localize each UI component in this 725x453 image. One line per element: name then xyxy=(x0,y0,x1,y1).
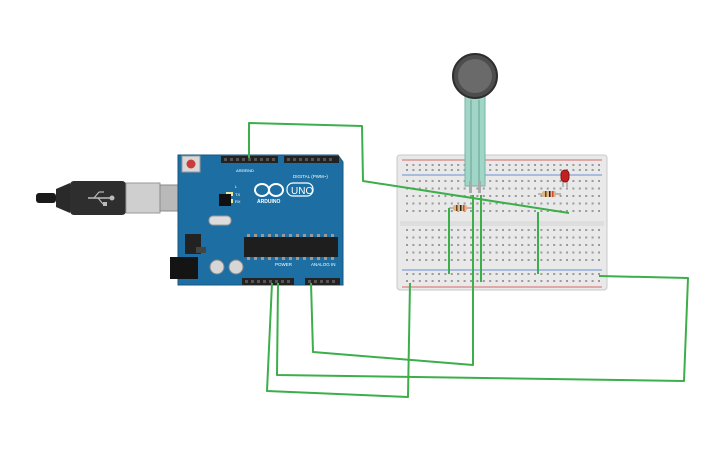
power-label: POWER xyxy=(275,262,293,267)
arduino-logo-icon xyxy=(254,183,284,197)
arduino-uno-board[interactable]: AREF GND DIGITAL (PWM~) TX RX L UNO ARDU… xyxy=(170,154,344,286)
aref-label: AREF xyxy=(236,168,247,173)
gnd-label: GND xyxy=(245,168,254,173)
resistor-led[interactable] xyxy=(538,191,561,197)
l-label: L xyxy=(235,184,238,189)
analog-label: ANALOG IN xyxy=(311,262,336,267)
rx-label: RX xyxy=(235,199,241,204)
usb-icon xyxy=(88,191,115,206)
wire-5v-rail[interactable] xyxy=(276,275,689,382)
power-header[interactable] xyxy=(242,278,294,285)
usb-cable[interactable] xyxy=(36,181,199,215)
brand-text: ARDUINO xyxy=(257,199,280,205)
digital-header-label: DIGITAL (PWM~) xyxy=(293,174,328,179)
atmega-chip xyxy=(244,237,338,257)
breadboard-holes xyxy=(406,164,600,282)
model-text: UNO xyxy=(291,186,313,197)
tx-label: TX xyxy=(235,192,240,197)
wires[interactable] xyxy=(248,122,689,398)
breadboard[interactable] xyxy=(396,154,608,291)
red-led[interactable] xyxy=(560,169,570,187)
wire-sensor-down[interactable] xyxy=(310,195,474,366)
wire-digital-to-led[interactable] xyxy=(248,122,570,214)
power-jack[interactable] xyxy=(170,257,198,279)
force-sensor[interactable] xyxy=(452,53,498,193)
resistor-sensor[interactable] xyxy=(449,205,472,211)
uno-badge xyxy=(286,182,314,197)
wire-gnd-rail[interactable] xyxy=(266,282,411,398)
